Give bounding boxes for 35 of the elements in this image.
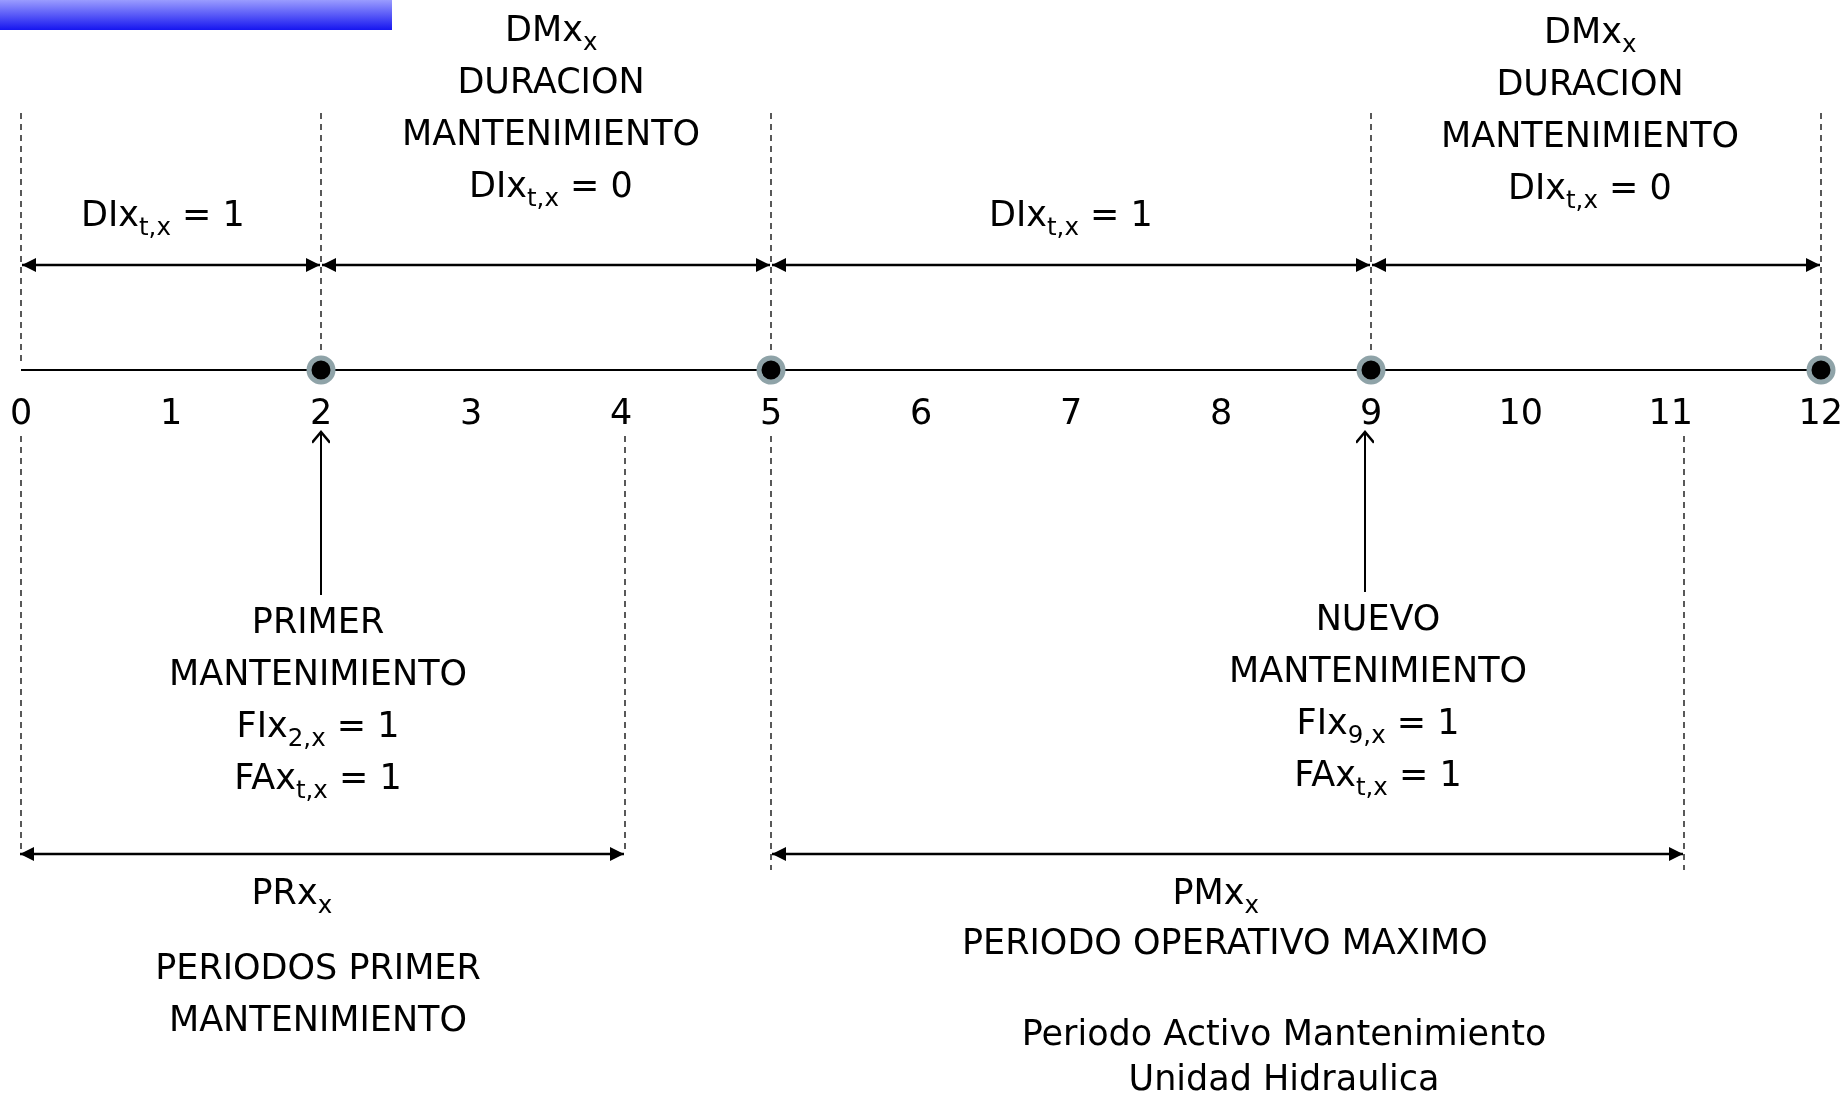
annotation-text: FIx$_{9,x}$ = 1	[1296, 701, 1460, 748]
annotation-text: PERIODOS PRIMER MANTENIMIENTO	[154, 946, 482, 1041]
tick-label: 8	[1210, 392, 1233, 432]
annotation-text: DIx$_{t,x}$ = 0	[1508, 166, 1672, 213]
annotation-text: Periodo Activo Mantenimiento Unidad Hidraulica	[1020, 1012, 1548, 1100]
tick-label: 9	[1360, 392, 1383, 432]
tick-label: 3	[460, 392, 483, 432]
tick-label: 11	[1648, 392, 1694, 432]
title-bar	[0, 0, 392, 30]
annotation-text: FAx$_{t,x}$ = 1	[234, 756, 402, 803]
annotation-text: DIx$_{t,x}$ = 0	[469, 164, 633, 211]
annotation-text: DIx$_{t,x}$ = 1	[989, 193, 1153, 240]
tick-label: 6	[910, 392, 933, 432]
arrow	[1354, 430, 1376, 593]
arrow	[310, 430, 332, 596]
annotation-text: DMx$_{x}$	[1544, 10, 1637, 57]
annotation-text: DMx$_{x}$	[505, 8, 598, 55]
annotation-text: FAx$_{t,x}$ = 1	[1294, 753, 1462, 800]
tick-label: 0	[10, 392, 33, 432]
annotation-text: PMx$_{x}$	[1172, 871, 1260, 918]
tick-label: 1	[160, 392, 183, 432]
tick-label: 5	[760, 392, 783, 432]
tick-label: 2	[310, 392, 333, 432]
annotation-text: PRx$_{x}$	[251, 871, 333, 918]
tick-label: 10	[1498, 392, 1544, 432]
annotation-text: PERIODO OPERATIVO MAXIMO	[962, 921, 1488, 964]
annotation-text: DURACION MANTENIMIENTO	[402, 60, 701, 155]
annotation-text: FIx$_{2,x}$ = 1	[236, 704, 400, 751]
annotation-text: DURACION MANTENIMIENTO	[1441, 62, 1740, 157]
tick-label: 7	[1060, 392, 1083, 432]
annotation-text: DIx$_{t,x}$ = 1	[81, 193, 245, 240]
tick-label: 4	[610, 392, 633, 432]
annotation-text: PRIMER MANTENIMIENTO	[169, 600, 468, 695]
tick-label: 12	[1798, 392, 1844, 432]
annotation-text: NUEVO MANTENIMIENTO	[1229, 597, 1528, 692]
